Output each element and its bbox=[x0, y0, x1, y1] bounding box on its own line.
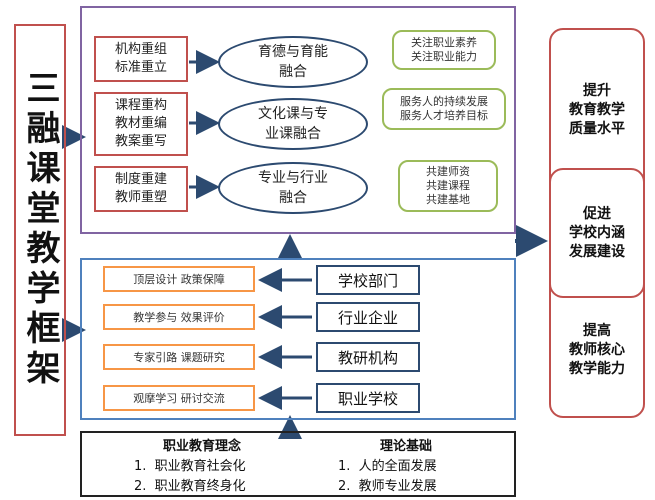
main-title-box: 三融课堂教学框架 bbox=[14, 24, 66, 436]
fusion-callout-1: 关注职业素养 关注职业能力 bbox=[392, 30, 496, 70]
outcome-middle-box bbox=[549, 168, 645, 298]
fusion-row3-measures: 制度重建 教师重塑 bbox=[94, 166, 188, 212]
support-task-2: 教学参与 效果评价 bbox=[103, 304, 255, 330]
outcome-1: 提升 教育教学 质量水平 bbox=[569, 82, 625, 137]
support-task-1: 顶层设计 政策保障 bbox=[103, 266, 255, 292]
support-task-3: 专家引路 课题研究 bbox=[103, 344, 255, 370]
foundation-right-item-2: 2. 教师专业发展 bbox=[338, 479, 437, 494]
fusion-row2-measures: 课程重构 教材重编 教案重写 bbox=[94, 92, 188, 156]
foundation-left-item-1-text: 职业教育社会化 bbox=[154, 459, 246, 474]
fusion-callout-2: 服务人的持续发展 服务人才培养目标 bbox=[382, 88, 506, 130]
foundation-right-item-2-text: 教师专业发展 bbox=[358, 479, 437, 494]
fusion-ellipse-2: 文化课与专 业课融合 bbox=[218, 98, 368, 150]
support-actor-1: 学校部门 bbox=[316, 265, 420, 295]
outcome-2: 促进 学校内涵 发展建设 bbox=[569, 205, 625, 260]
foundation-left-title: 职业教育理念 bbox=[162, 439, 241, 454]
foundation-left-item-2: 2. 职业教育终身化 bbox=[134, 479, 246, 494]
fusion-section bbox=[80, 6, 516, 234]
support-actor-2: 行业企业 bbox=[316, 302, 420, 332]
foundation-right-item-1: 1. 人的全面发展 bbox=[338, 459, 437, 474]
foundation-right-item-1-text: 人的全面发展 bbox=[358, 459, 437, 474]
support-actor-4: 职业学校 bbox=[316, 383, 420, 413]
support-task-4: 观摩学习 研讨交流 bbox=[103, 385, 255, 411]
support-section bbox=[80, 258, 516, 420]
support-actor-3: 教研机构 bbox=[316, 342, 420, 372]
fusion-ellipse-1: 育德与育能 融合 bbox=[218, 36, 368, 88]
outcome-3: 提高 教师核心 教学能力 bbox=[569, 322, 625, 377]
main-title: 三融课堂教学框架 bbox=[20, 70, 60, 390]
foundation-left-item-2-text: 职业教育终身化 bbox=[154, 479, 246, 494]
foundation-left: 职业教育理念 1. 职业教育社会化 2. 职业教育终身化 bbox=[122, 437, 282, 497]
foundation-section: 职业教育理念 1. 职业教育社会化 2. 职业教育终身化 理论基础 1. 人的全… bbox=[80, 431, 516, 497]
foundation-left-item-1: 1. 职业教育社会化 bbox=[134, 459, 246, 474]
foundation-right-title: 理论基础 bbox=[379, 439, 432, 454]
fusion-row1-measures: 机构重组 标准重立 bbox=[94, 36, 188, 82]
fusion-ellipse-3: 专业与行业 融合 bbox=[218, 162, 368, 214]
fusion-callout-3: 共建师资 共建课程 共建基地 bbox=[398, 160, 498, 212]
foundation-right: 理论基础 1. 人的全面发展 2. 教师专业发展 bbox=[326, 437, 486, 497]
